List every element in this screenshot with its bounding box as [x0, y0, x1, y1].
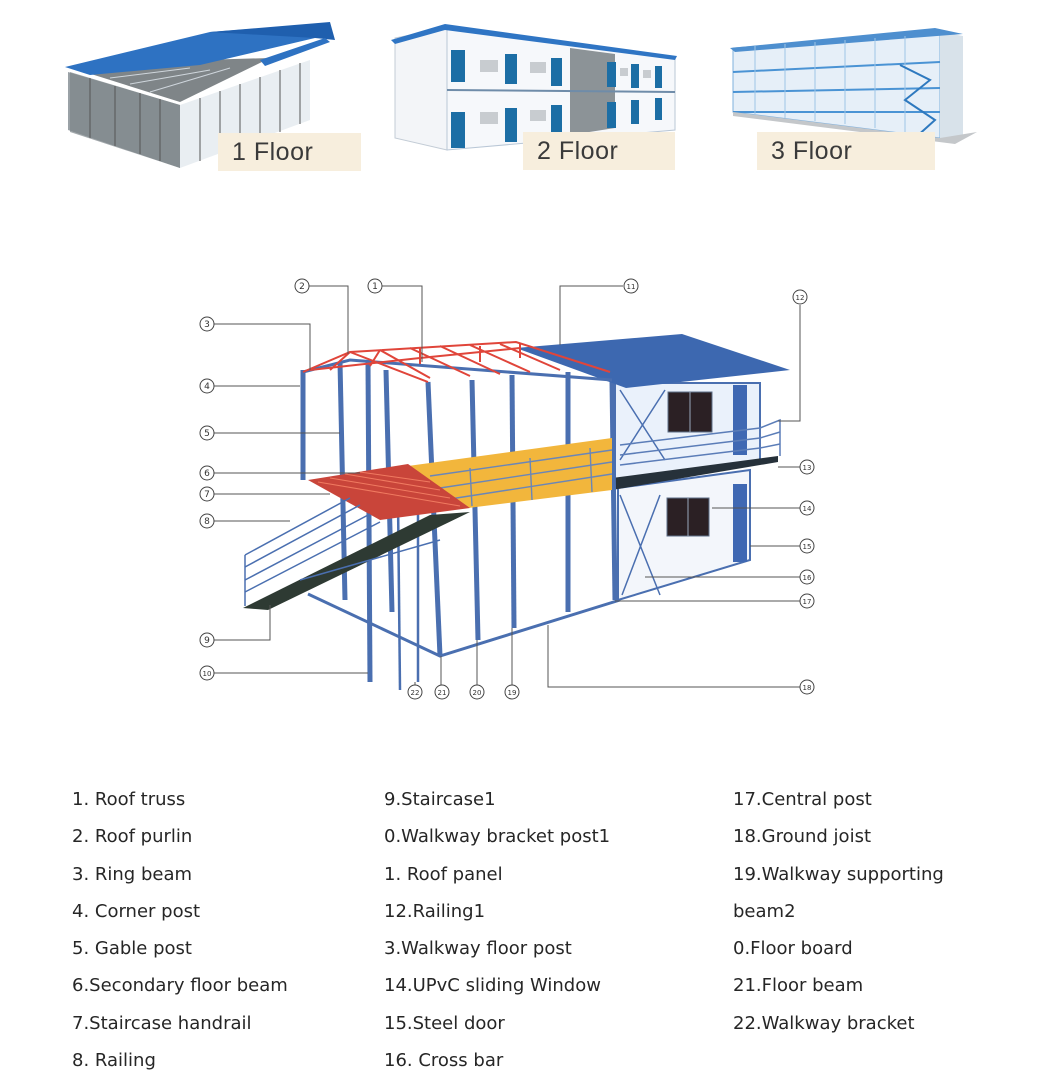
photo-one-floor: 1 Floor: [60, 20, 361, 180]
legend-item: 17.Central post: [733, 789, 872, 810]
staircase-handrail: [244, 497, 441, 606]
callout-22: [407, 684, 423, 700]
legend-item: 8. Railing: [72, 1050, 156, 1072]
legend-item: 3.Walkway floor post: [384, 938, 572, 960]
legend-item: 6.Secondary floor beam: [72, 975, 288, 997]
callout-label: 8: [204, 517, 210, 527]
callout-15: [799, 538, 815, 554]
single-storey-house-illustration: [65, 22, 335, 168]
floor-label: 1 Floor: [218, 133, 361, 171]
callout-label: 13: [803, 464, 812, 472]
frame-posts: [300, 361, 618, 683]
callout-label: 9: [204, 636, 210, 646]
steel-door: [733, 385, 747, 562]
legend-item: 0.Floor board: [733, 938, 853, 960]
callout-label: 14: [803, 505, 812, 513]
two-storey-house-illustration: [391, 24, 677, 151]
legend-item: 16. Cross bar: [384, 1050, 504, 1072]
legend-item: 9.Staircase1: [384, 789, 496, 810]
ring-beam: [302, 358, 613, 382]
ground-joist: [307, 592, 621, 658]
callout-label: 6: [204, 469, 210, 479]
legend-column-1: 1. Roof truss 2. Roof purlin 3. Ring bea…: [72, 786, 288, 1084]
callout-label: 22: [411, 689, 420, 697]
floor-board-railing: [429, 447, 613, 507]
callout-label: 12: [796, 294, 805, 302]
legend-item: 15.Steel door: [384, 1012, 505, 1034]
callout-label: 11: [627, 283, 636, 291]
staircase: [243, 512, 470, 610]
railing1: [619, 418, 781, 466]
callout-9: [199, 632, 215, 648]
callout-14: [799, 500, 815, 516]
floor-label: 2 Floor: [523, 132, 675, 170]
floor-board: [408, 438, 612, 508]
upvc-window: [666, 391, 713, 537]
callout-21: [434, 684, 450, 700]
leader-lines: [214, 285, 801, 688]
legend-item: 2. Roof purlin: [72, 826, 193, 848]
callout-13: [799, 459, 815, 475]
callout-6: [199, 465, 215, 481]
callout-markers: [199, 278, 815, 700]
callout-label: 21: [438, 689, 447, 697]
legend-item: 1. Roof panel: [384, 863, 503, 885]
callout-20: [469, 684, 485, 700]
callout-12: [792, 289, 808, 305]
callout-label: 19: [508, 689, 517, 697]
floor-label: 3 Floor: [757, 132, 935, 170]
callout-label: 10: [203, 670, 212, 678]
callout-label: 16: [803, 574, 812, 582]
callout-label: 15: [803, 543, 812, 551]
legend-item: 14.UPvC sliding Window: [384, 975, 601, 997]
legend-item: beam2: [733, 900, 796, 922]
callout-label: 20: [473, 689, 482, 697]
legend-item: 5. Gable post: [72, 938, 192, 960]
legend-item: 19.Walkway supporting: [733, 863, 944, 885]
walkway-floor: [612, 456, 778, 490]
callout-label: 18: [803, 684, 812, 692]
callout-7: [199, 486, 215, 502]
legend-item: 18.Ground joist: [733, 826, 872, 848]
callout-label: 2: [299, 282, 305, 292]
callout-8: [199, 513, 215, 529]
legend-item: 21.Floor beam: [733, 975, 864, 997]
callout-5: [199, 425, 215, 441]
callout-11: [623, 278, 639, 294]
callout-17: [799, 593, 815, 609]
secondary-floor-beam: [308, 464, 470, 520]
photo-three-floor: 3 Floor: [715, 20, 995, 180]
callout-label: 17: [803, 598, 812, 606]
photo-two-floor: 2 Floor: [385, 20, 685, 180]
callout-label: 3: [204, 320, 210, 330]
callout-1: [367, 278, 383, 294]
legend-column-3: 17.Central post 18.Ground joist 19.Walkw…: [733, 786, 944, 1047]
callout-19: [504, 684, 520, 700]
legend-item: 3. Ring beam: [72, 863, 193, 885]
callout-4: [199, 378, 215, 394]
callout-label: 7: [204, 490, 210, 500]
prefab-house-structure-diagram: 1 2 3 4 5 6 7 8 9 10 11 12 13 14 15 16 1…: [199, 278, 815, 700]
callout-10: [199, 665, 215, 681]
callout-18: [799, 679, 815, 695]
callout-label: 4: [204, 382, 210, 392]
legend-item: 7.Staircase handrail: [72, 1012, 252, 1034]
cross-bar: [619, 389, 666, 596]
roof-panel: [516, 334, 790, 388]
callout-label: 1: [372, 282, 378, 292]
legend-item: 0.Walkway bracket post1: [384, 826, 611, 848]
callout-label: 5: [204, 429, 210, 439]
legend-item: 12.Railing1: [384, 900, 486, 922]
roof-truss: [302, 340, 611, 383]
callout-16: [799, 569, 815, 585]
callout-2: [294, 278, 310, 294]
legend-column-2: 9.Staircase1 0.Walkway bracket post1 1. …: [384, 786, 610, 1084]
callout-3: [199, 316, 215, 332]
legend-item: 22.Walkway bracket: [733, 1012, 915, 1034]
legend-item: 1. Roof truss: [72, 789, 186, 810]
legend-item: 4. Corner post: [72, 900, 201, 922]
